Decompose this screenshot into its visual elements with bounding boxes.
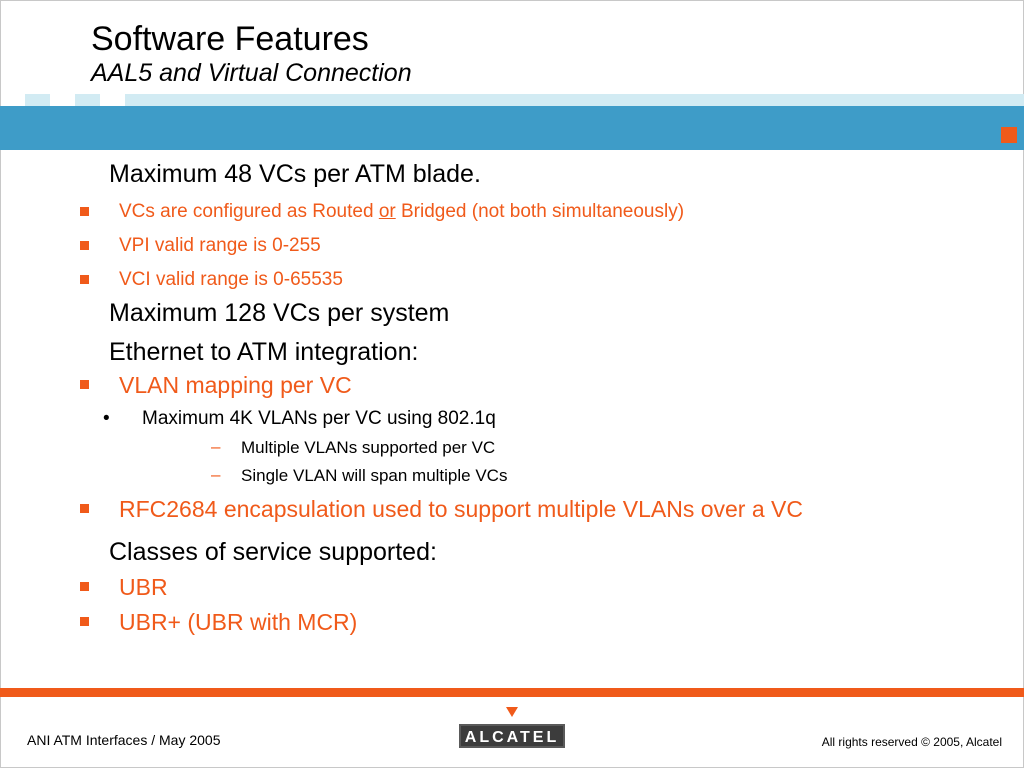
square-bullet-icon (80, 504, 89, 513)
text-vcs-configured: VCs are configured as Routed or Bridged … (119, 201, 685, 222)
dash-bullet-icon: – (211, 465, 221, 484)
header-blue-band (0, 106, 1024, 150)
logo-text: ALCATEL (465, 729, 559, 746)
text-vlan-mapping: VLAN mapping per VC (119, 372, 352, 398)
square-bullet-icon (80, 275, 89, 284)
footer-orange-line (0, 688, 1024, 697)
text-ubr-plus: UBR+ (UBR with MCR) (119, 609, 358, 635)
square-bullet-icon (80, 207, 89, 216)
text-vpi-range: VPI valid range is 0-255 (119, 235, 321, 256)
square-bullet-icon (80, 241, 89, 250)
text-max-vlans: Maximum 4K VLANs per VC using 802.1q (142, 408, 496, 429)
text-single-vlan: Single VLAN will span multiple VCs (241, 466, 508, 485)
text-rfc2684: RFC2684 encapsulation used to support mu… (119, 496, 803, 522)
footer-left-text: ANI ATM Interfaces / May 2005 (27, 732, 221, 748)
header-orange-square (1001, 127, 1017, 143)
square-bullet-icon (80, 380, 89, 389)
square-bullet-icon (80, 582, 89, 591)
square-bullet-icon (80, 617, 89, 626)
text-max-vcs-system: Maximum 128 VCs per system (109, 299, 450, 327)
slide-title: Software Features (91, 20, 369, 58)
slide-subtitle: AAL5 and Virtual Connection (91, 59, 412, 87)
dot-bullet-icon: • (103, 408, 110, 429)
text-max-vcs-blade: Maximum 48 VCs per ATM blade. (109, 160, 481, 188)
text-vci-range: VCI valid range is 0-65535 (119, 269, 343, 290)
alcatel-logo: ALCATEL (459, 707, 565, 748)
text-multiple-vlans: Multiple VLANs supported per VC (241, 438, 496, 457)
text-ubr: UBR (119, 574, 168, 600)
text-classes: Classes of service supported: (109, 538, 437, 566)
text-eth-atm: Ethernet to ATM integration: (109, 338, 419, 366)
footer-right-text: All rights reserved © 2005, Alcatel (821, 735, 1002, 749)
dash-bullet-icon: – (211, 437, 221, 456)
